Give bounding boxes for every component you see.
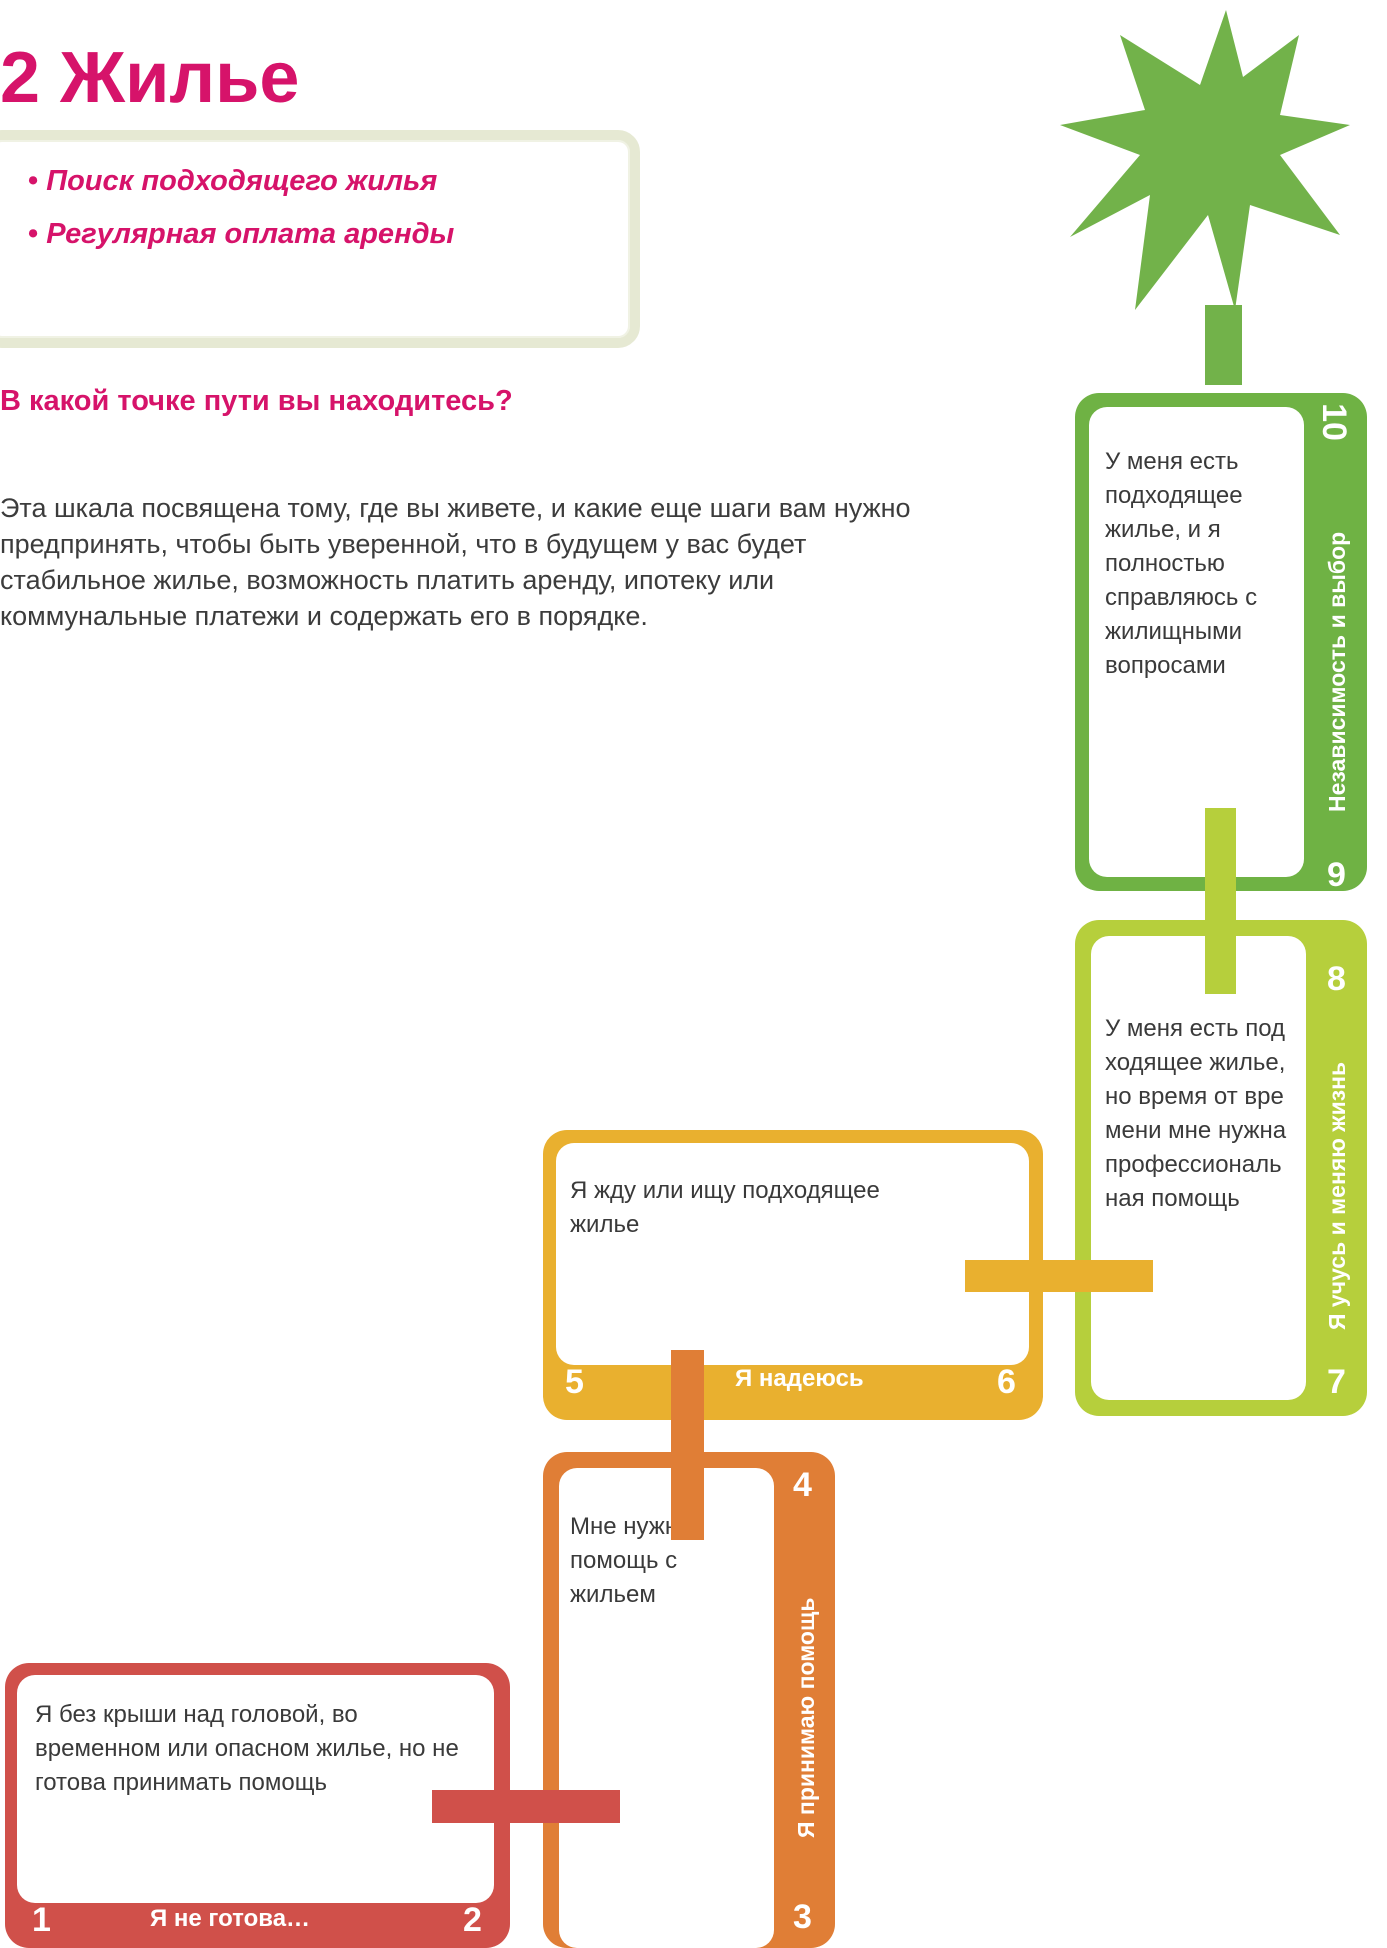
stage-3-text: Я жду или ищу подходящее жилье: [570, 1177, 880, 1238]
stage-3-box: [543, 1130, 1043, 1420]
stage-1-num-start: 1: [32, 1901, 51, 1939]
stage-1-num-end: 2: [463, 1901, 482, 1939]
star-stem: [1205, 305, 1242, 385]
stage-1-box: [5, 1663, 510, 1948]
stage-1-inner: [17, 1675, 494, 1903]
stage-1-text: Я без крыши над головой, во временном ил…: [35, 1701, 459, 1796]
stage-4-box: [1075, 920, 1367, 1416]
stage-5-label: Независимость и выбор: [1324, 531, 1350, 812]
stage-4-num-end: 8: [1327, 960, 1346, 998]
stage-3-num-start: 5: [565, 1363, 584, 1401]
stage-1-label: Я не готова…: [150, 1905, 311, 1932]
stage-4-num-start: 7: [1327, 1363, 1346, 1401]
connector-stage-2-3: [671, 1350, 704, 1540]
goal-item: Поиск подходящего жилья: [28, 165, 454, 198]
stage-3-label: Я надеюсь: [735, 1365, 864, 1392]
stage-2-inner: [559, 1468, 774, 1948]
stage-5-num-end: 10: [1314, 403, 1353, 441]
stage-3-num-end: 6: [997, 1363, 1016, 1401]
stage-4-label: Я учусь и меняю жизнь: [1324, 1061, 1350, 1330]
connector-stage-4-5: [1205, 808, 1236, 994]
connector-stage-3-4: [965, 1260, 1153, 1292]
stage-4-inner: [1091, 936, 1306, 1400]
stage-5-box: [1075, 393, 1367, 891]
stage-5-inner: [1089, 407, 1304, 877]
goal-item: Регулярная оплата аренды: [28, 218, 454, 251]
star-shape: [1060, 10, 1350, 310]
stage-4-text: У меня есть подходящее жилье, но время о…: [1105, 1015, 1287, 1212]
stage-2-num-end: 4: [793, 1466, 812, 1504]
goals-list: Поиск подходящего жилья Регулярная оплат…: [28, 165, 454, 271]
section-question: В какой точке пути вы находитесь?: [0, 385, 513, 417]
stage-2-num-start: 3: [793, 1898, 812, 1936]
stage-5-text: У меня есть подходящее жилье, и я полнос…: [1105, 448, 1258, 679]
intro-paragraph: Эта шкала посвящена тому, где вы живете,…: [0, 493, 911, 631]
stage-3-inner: [556, 1143, 1029, 1365]
stage-2-label: Я принимаю помощь: [793, 1597, 819, 1838]
connector-stage-1-2: [432, 1790, 620, 1823]
star-icon: [1060, 10, 1350, 385]
page-title: 2 Жилье: [0, 38, 300, 118]
stage-5-num-start: 9: [1327, 856, 1346, 894]
